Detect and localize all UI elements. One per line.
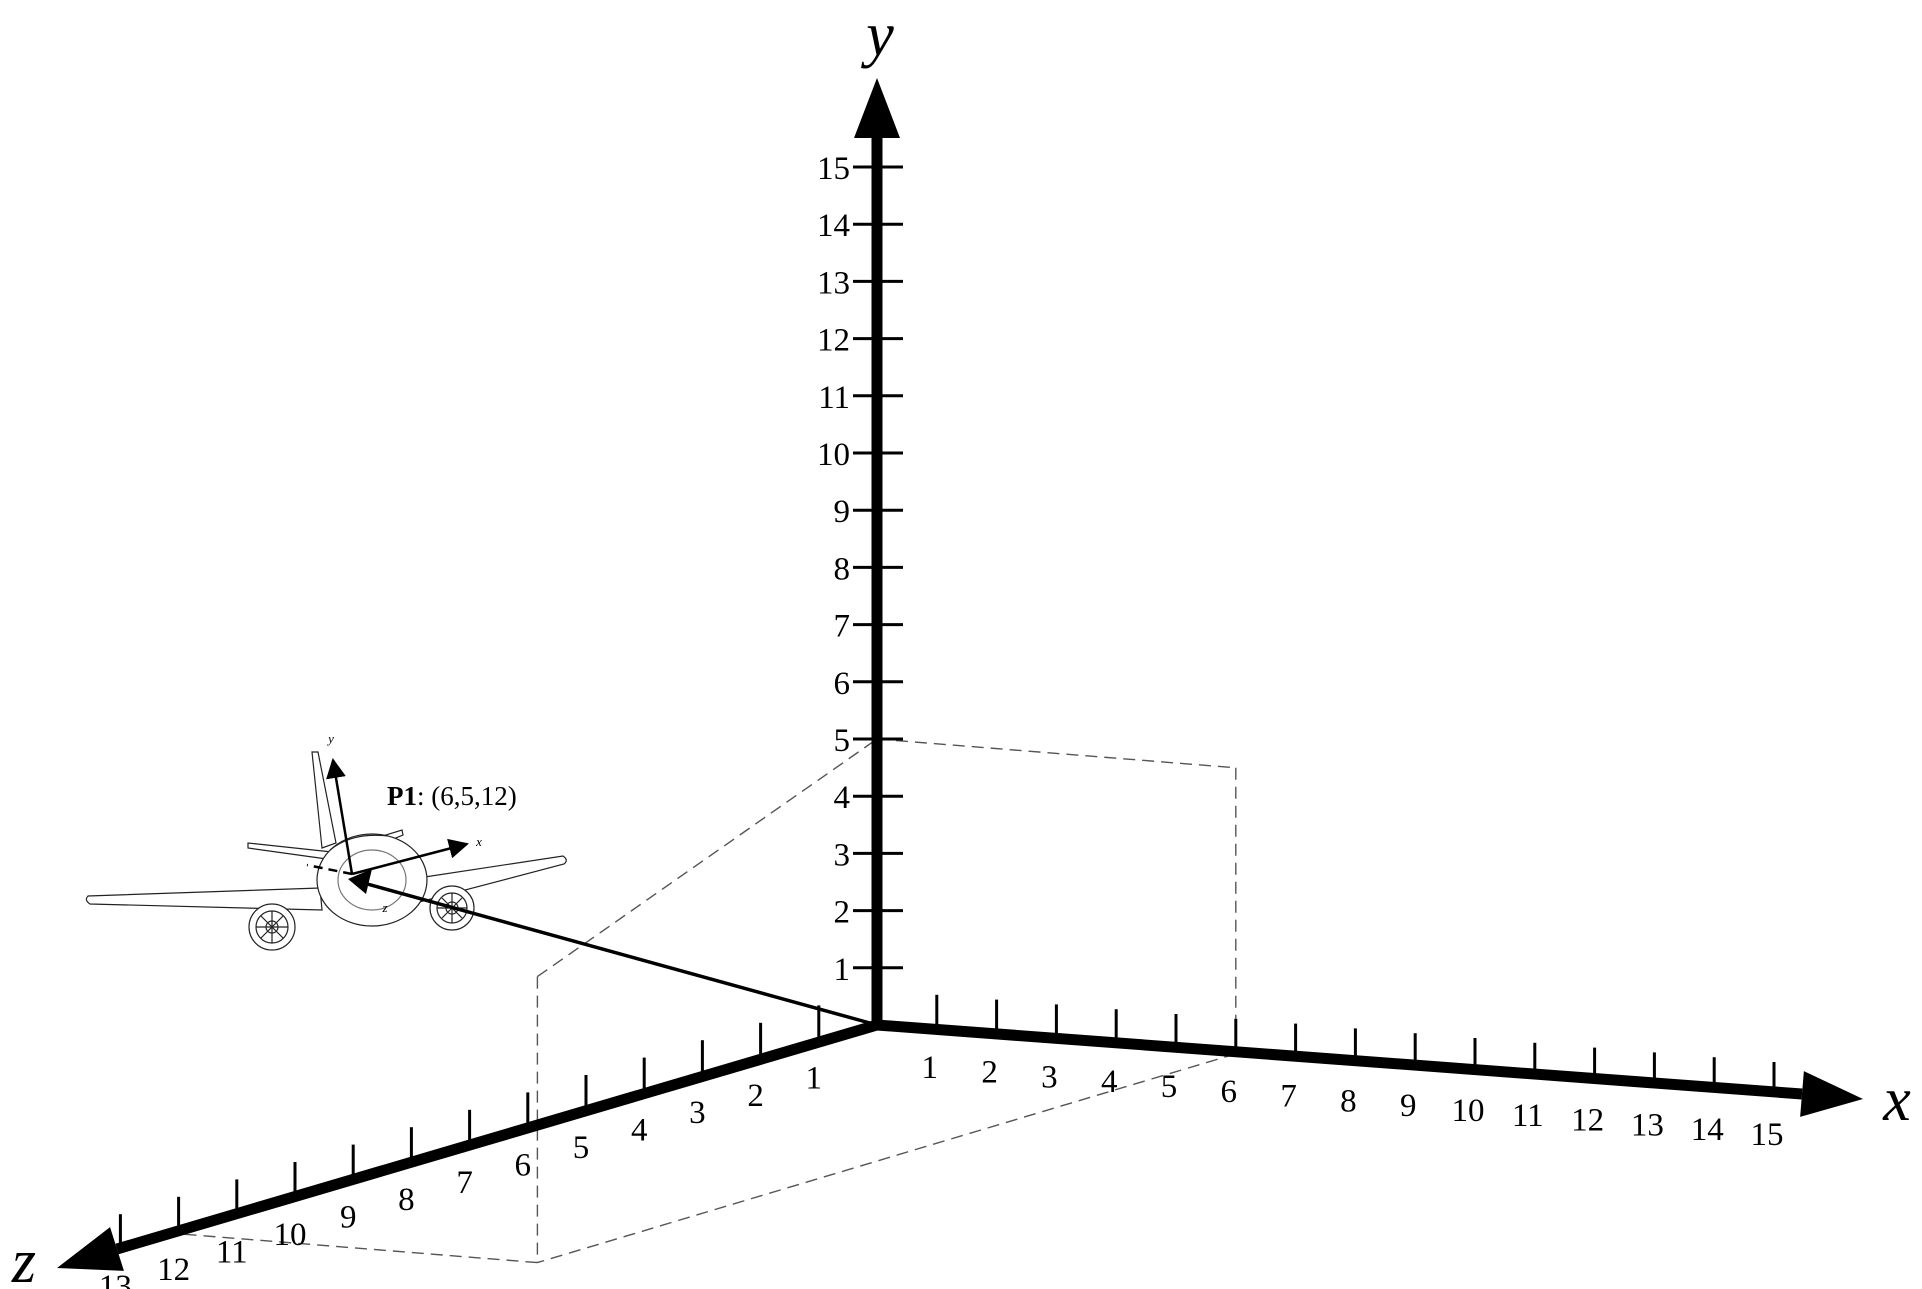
z-tick-label: 13 [99, 1269, 132, 1289]
y-tick-label: 15 [817, 151, 850, 187]
point-coords: : (6,5,12) [417, 781, 517, 811]
x-axis-label: x [1882, 1066, 1911, 1134]
x-axis-arrowhead [1800, 1071, 1863, 1117]
x-tick-label: 1 [922, 1050, 939, 1086]
z-tick-label: 11 [216, 1234, 248, 1270]
tick-marks [118, 165, 1776, 1252]
y-axis-label: y [860, 1, 894, 69]
y-tick-label: 14 [817, 208, 850, 244]
z-tick-label: 8 [398, 1182, 415, 1218]
z-tick-label: 2 [747, 1078, 764, 1114]
projection-line [178, 1233, 538, 1264]
x-tick-label: 3 [1041, 1059, 1058, 1095]
x-axis-line [876, 1019, 1803, 1100]
x-tick-label: 12 [1571, 1103, 1604, 1139]
y-tick-label: 7 [834, 609, 851, 645]
y-tick-label: 1 [834, 952, 851, 988]
x-tick-label: 13 [1631, 1107, 1664, 1143]
z-tick-label: 9 [340, 1200, 357, 1236]
y-tick-label: 5 [834, 723, 851, 759]
point-label: P1: (6,5,12) [387, 781, 517, 811]
axes [57, 78, 1863, 1271]
z-axis-arrowhead [57, 1227, 124, 1271]
local-x-label: x [475, 834, 482, 849]
x-tick-label: 11 [1512, 1098, 1544, 1134]
x-tick-label: 4 [1101, 1064, 1118, 1100]
point-name: P1 [387, 781, 417, 811]
y-tick-label: 4 [834, 780, 851, 816]
position-vector [359, 880, 878, 1027]
projection-line [536, 738, 878, 978]
y-tick-label: 10 [817, 437, 850, 473]
y-tick-label: 6 [834, 666, 851, 702]
z-axis-label: z [11, 1228, 36, 1289]
y-tick-label: 12 [817, 323, 850, 359]
z-tick-label: 1 [806, 1060, 823, 1096]
x-tick-label: 14 [1691, 1112, 1724, 1148]
y-tick-label: 3 [834, 837, 851, 873]
x-tick-label: 6 [1221, 1074, 1238, 1110]
x-tick-label: 15 [1751, 1117, 1784, 1153]
z-tick-label: 4 [631, 1113, 648, 1149]
y-axis-arrowhead [854, 78, 900, 138]
z-tick-label: 6 [515, 1147, 532, 1183]
x-tick-label: 8 [1340, 1083, 1357, 1119]
z-axis-line [115, 1019, 879, 1255]
y-tick-label: 2 [834, 895, 851, 931]
position-vector-arrowhead [348, 869, 372, 894]
z-tick-label: 12 [157, 1252, 190, 1288]
y-tick-label: 8 [834, 551, 851, 587]
x-tick-label: 7 [1280, 1079, 1297, 1115]
x-tick-label: 10 [1452, 1093, 1485, 1129]
y-tick-label: 9 [834, 494, 851, 530]
x-tick-label: 9 [1400, 1088, 1417, 1124]
local-y-label: y [326, 731, 334, 746]
z-tick-label: 10 [274, 1217, 307, 1253]
z-tick-label: 7 [456, 1165, 473, 1201]
z-tick-label: 3 [689, 1095, 706, 1131]
y-tick-label: 13 [817, 265, 850, 301]
projection-line [537, 1053, 1237, 1264]
x-tick-label: 5 [1161, 1069, 1178, 1105]
airplane-icon [85, 751, 567, 951]
x-tick-label: 2 [981, 1055, 998, 1091]
z-tick-label: 5 [573, 1130, 590, 1166]
y-tick-label: 11 [818, 380, 850, 416]
local-frame [306, 758, 469, 876]
local-z-label: z [381, 900, 387, 915]
projection-line [876, 738, 1236, 769]
